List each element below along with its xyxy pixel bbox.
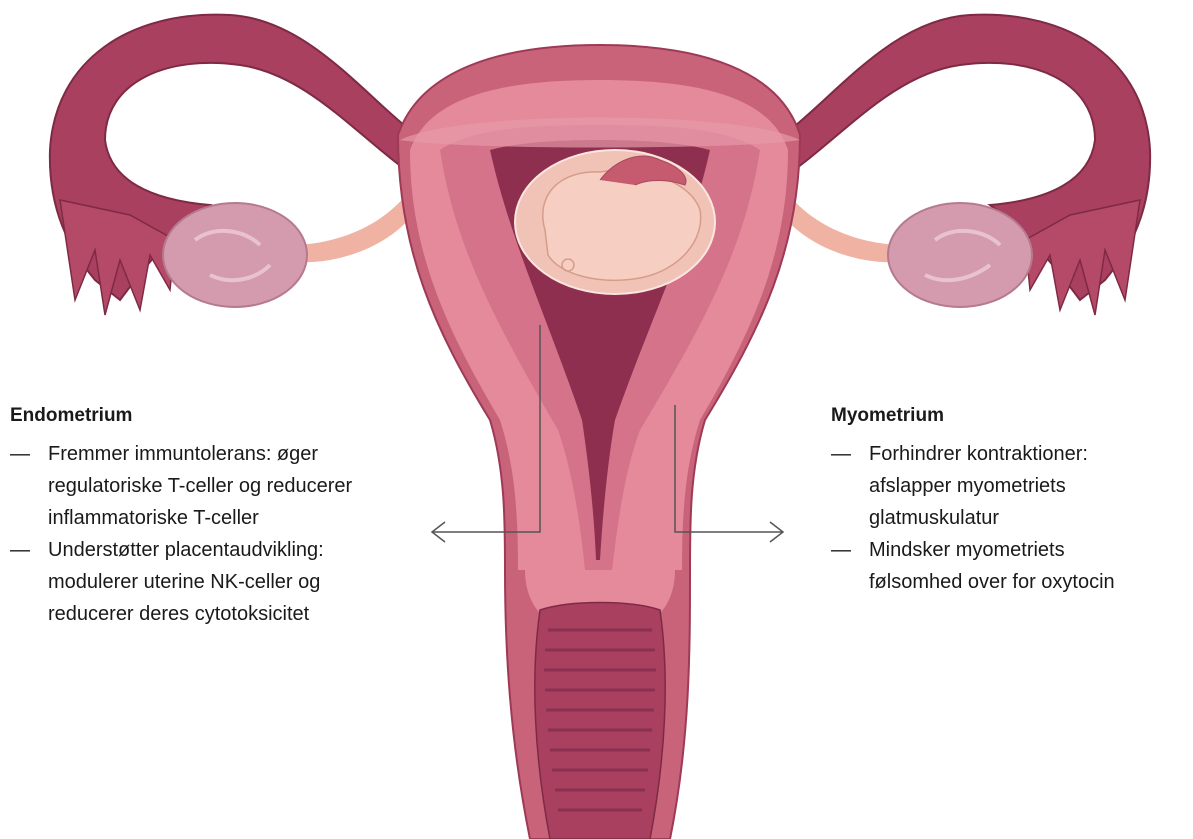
myometrium-item-line: følsomhed over for oxytocin — [869, 566, 1191, 598]
endometrium-item-line: regulatoriske T-celler og reducerer — [48, 470, 450, 502]
endometrium-item: — Understøtter placentaudvikling: module… — [10, 534, 450, 630]
myometrium-title: Myometrium — [831, 404, 1191, 428]
endometrium-item-line: Fremmer immuntolerans: øger — [48, 438, 450, 470]
vaginal-canal — [535, 603, 665, 839]
myometrium-item: — Forhindrer kontraktioner: afslapper my… — [831, 438, 1191, 534]
myometrium-panel: Myometrium — Forhindrer kontraktioner: a… — [831, 404, 1191, 598]
bullet-dash: — — [10, 534, 34, 566]
endometrium-item-line: inflammatoriske T-celler — [48, 502, 450, 534]
endometrium-item: — Fremmer immuntolerans: øger regulatori… — [10, 438, 450, 534]
endometrium-title: Endometrium — [10, 404, 450, 428]
myometrium-item-line: Mindsker myometriets — [869, 534, 1191, 566]
endometrium-item-line: Understøtter placentaudvikling: — [48, 534, 450, 566]
right-ovary — [888, 203, 1032, 307]
left-ovarian-ligament — [290, 190, 420, 262]
endometrium-item-line: modulerer uterine NK-celler og — [48, 566, 450, 598]
bullet-dash: — — [831, 438, 855, 470]
myometrium-item: — Mindsker myometriets følsomhed over fo… — [831, 534, 1191, 598]
myometrium-item-line: Forhindrer kontraktioner: — [869, 438, 1191, 470]
bullet-dash: — — [10, 438, 34, 470]
myometrium-item-line: afslapper myometriets — [869, 470, 1191, 502]
bullet-dash: — — [831, 534, 855, 566]
endometrium-item-line: reducerer deres cytotoksicitet — [48, 598, 450, 630]
endometrium-panel: Endometrium — Fremmer immuntolerans: øge… — [10, 404, 450, 630]
myometrium-item-line: glatmuskulatur — [869, 502, 1191, 534]
left-ovary — [163, 203, 307, 307]
